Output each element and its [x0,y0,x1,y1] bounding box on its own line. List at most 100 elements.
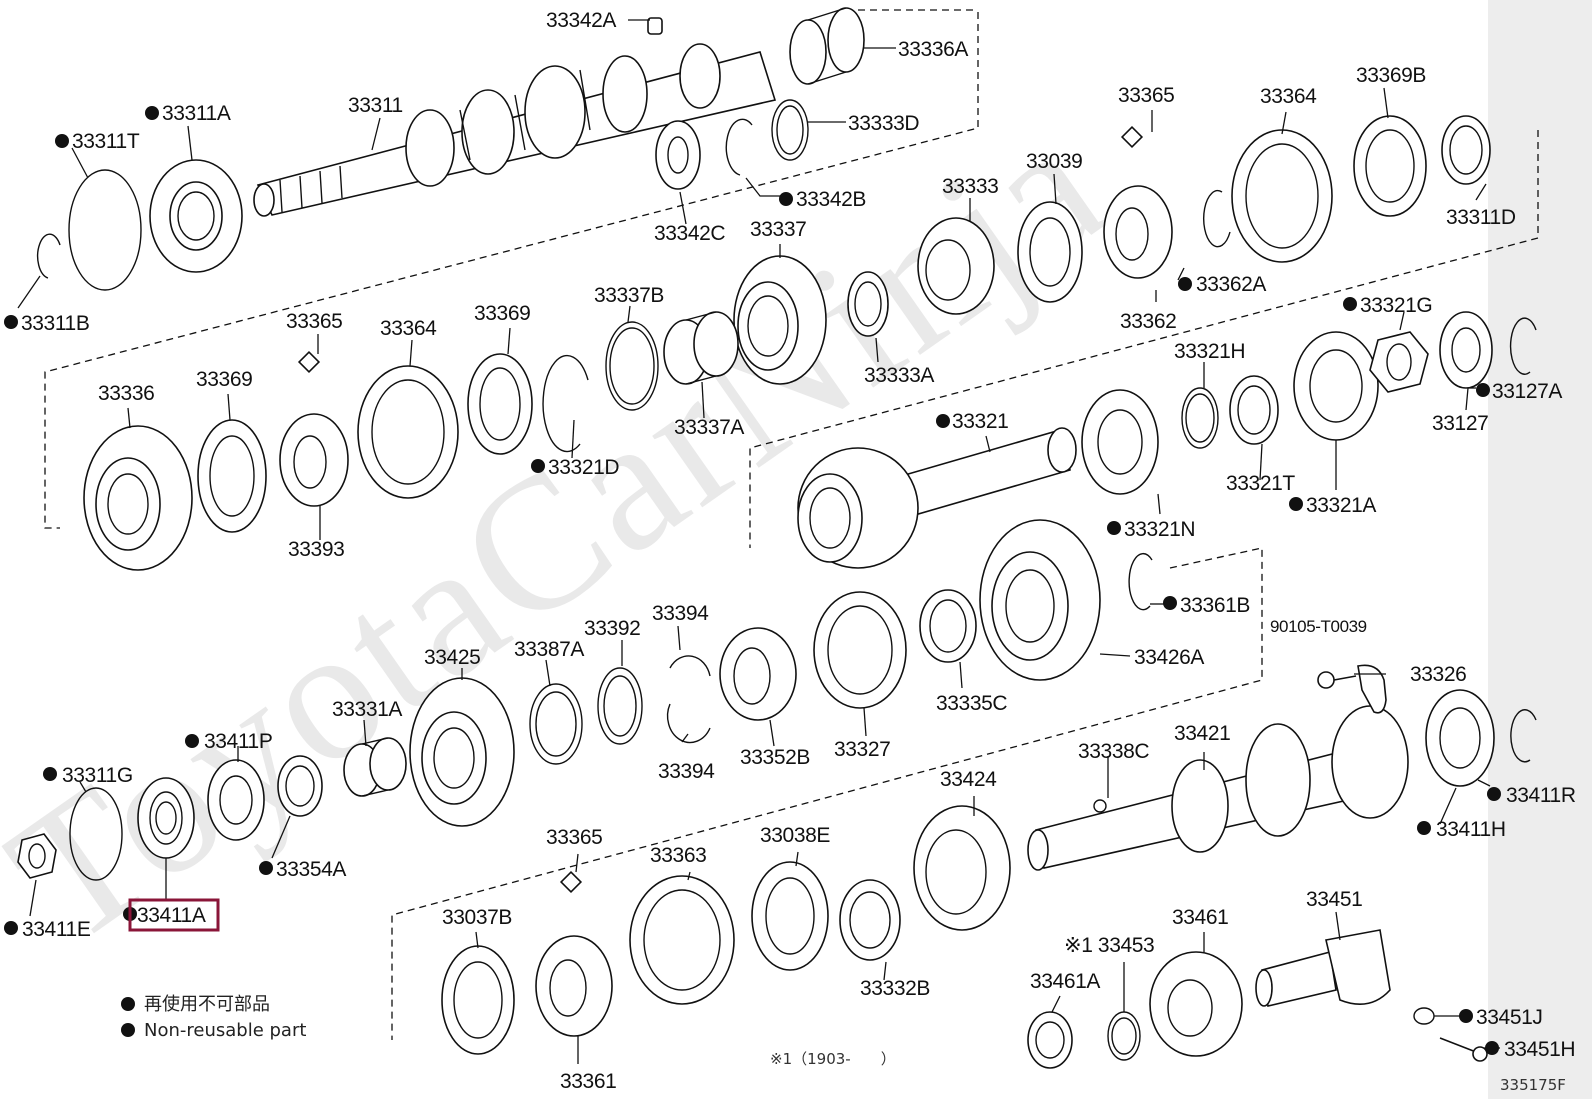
legend-text-en: Non-reusable part [144,1020,306,1041]
label-33411A[interactable]: 33411A [137,904,206,927]
label-33425[interactable]: 33425 [424,646,481,669]
label-33336[interactable]: 33336 [98,382,155,405]
bolt-90105-T0039 [1317,671,1357,689]
label-33451[interactable]: 33451 [1306,888,1363,911]
label-33365-bottom[interactable]: 33365 [546,826,603,849]
washer-33342C [655,120,701,190]
label-33369-mid[interactable]: 33369 [474,302,531,325]
label-33421[interactable]: 33421 [1174,722,1231,745]
label-33365-top[interactable]: 33365 [1118,84,1175,107]
label-90105-T0039[interactable]: 90105-T0039 [1270,617,1367,636]
label-33333D[interactable]: 33333D [848,112,920,135]
plate-33326 [1357,664,1387,714]
label-33364-top[interactable]: 33364 [1260,85,1318,108]
label-33038E[interactable]: 33038E [760,824,831,847]
figure-code: 335175F [1500,1076,1566,1094]
label-33394-top[interactable]: 33394 [652,602,710,625]
gear-33425 [409,677,515,827]
label-33311G[interactable]: 33311G [62,764,133,787]
label-33127[interactable]: 33127 [1432,412,1489,435]
non-reusable-markers [4,106,1501,1055]
main-shaft-33311 [253,43,777,217]
label-33461[interactable]: 33461 [1172,906,1229,929]
label-33342A[interactable]: 33342A [546,9,617,32]
footnote-text: ※1（1903- ） [770,1050,896,1068]
label-33311[interactable]: 33311 [348,94,403,117]
snap-ring-33311B [36,233,61,279]
label-33333[interactable]: 33333 [942,175,999,198]
label-33361B[interactable]: 33361B [1180,594,1250,617]
label-33387A[interactable]: 33387A [514,638,585,661]
sleeve-33364 [1231,129,1333,263]
label-33332B[interactable]: 33332B [860,977,930,1000]
label-33342C[interactable]: 33342C [654,222,726,245]
label-33369B[interactable]: 33369B [1356,64,1426,87]
label-33331A[interactable]: 33331A [332,698,403,721]
label-33335C[interactable]: 33335C [936,692,1008,715]
label-33337[interactable]: 33337 [750,218,807,241]
label-33424[interactable]: 33424 [940,768,998,791]
hub-33361 [535,870,613,1037]
label-33336A[interactable]: 33336A [898,38,969,61]
label-33361[interactable]: 33361 [560,1070,617,1093]
ring-33392 [597,667,643,745]
spacer-33321T [1229,375,1279,445]
nut-33411E [17,833,57,879]
bearing-33411H [1425,689,1495,787]
bearing-33336A [789,7,865,85]
bolt-33451H [1439,1037,1488,1062]
label-33321T[interactable]: 33321T [1226,472,1296,495]
pin-33342A [647,17,663,35]
label-33369-left[interactable]: 33369 [196,368,253,391]
label-33426A[interactable]: 33426A [1134,646,1205,669]
label-33362[interactable]: 33362 [1120,310,1177,333]
label-33127A[interactable]: 33127A [1492,380,1563,403]
label-33451H[interactable]: 33451H [1504,1038,1576,1061]
label-33354A[interactable]: 33354A [276,858,347,881]
label-33321G[interactable]: 33321G [1360,294,1433,317]
part-labels: 33342A 33336A 33311 33311A 33311T 33333D… [21,9,1576,1093]
label-33327[interactable]: 33327 [834,738,891,761]
group-boundaries [44,9,1539,1040]
label-33352B[interactable]: 33352B [740,746,810,769]
label-33321D[interactable]: 33321D [548,456,620,479]
label-33321H[interactable]: 33321H [1174,340,1246,363]
label-33393[interactable]: 33393 [288,538,345,561]
label-33451J[interactable]: 33451J [1476,1006,1543,1029]
label-33411E[interactable]: 33411E [22,918,91,941]
label-33321N[interactable]: 33321N [1124,518,1196,541]
label-33411H[interactable]: 33411H [1436,818,1506,841]
label-33363[interactable]: 33363 [650,844,707,867]
label-33311A[interactable]: 33311A [162,102,231,125]
bearing-33411A [137,777,195,859]
label-33337A[interactable]: 33337A [674,416,745,439]
label-33338C[interactable]: 33338C [1078,740,1150,763]
gear-33424 [913,805,1011,931]
label-33453[interactable]: ※1 33453 [1064,934,1155,957]
leader-lines [17,19,1500,1064]
label-33321A[interactable]: 33321A [1306,494,1377,517]
label-33311T[interactable]: 33311T [72,130,140,153]
label-33392[interactable]: 33392 [584,617,641,640]
sleeve-33363 [629,875,735,1005]
label-33364-mid[interactable]: 33364 [380,317,438,340]
label-33326[interactable]: 33326 [1410,663,1467,686]
label-33394-bottom[interactable]: 33394 [658,760,716,783]
label-33337B[interactable]: 33337B [594,284,664,307]
label-33037B[interactable]: 33037B [442,906,512,929]
label-33311D[interactable]: 33311D [1446,206,1516,229]
label-33321[interactable]: 33321 [952,410,1009,433]
label-33411R[interactable]: 33411R [1506,784,1576,807]
label-33342B[interactable]: 33342B [796,188,866,211]
label-33311B[interactable]: 33311B [21,312,90,335]
shaft-33451 [1255,929,1391,1007]
label-33365-mid[interactable]: 33365 [286,310,343,333]
label-33362A[interactable]: 33362A [1196,273,1267,296]
label-33461A[interactable]: 33461A [1030,970,1101,993]
highlight-box-33411A [128,898,220,932]
label-33039[interactable]: 33039 [1026,150,1083,173]
label-33333A[interactable]: 33333A [864,364,935,387]
bearing-33321A [1293,331,1379,441]
synchro-ring-33039 [1017,201,1083,303]
label-33411P[interactable]: 33411P [204,730,273,753]
